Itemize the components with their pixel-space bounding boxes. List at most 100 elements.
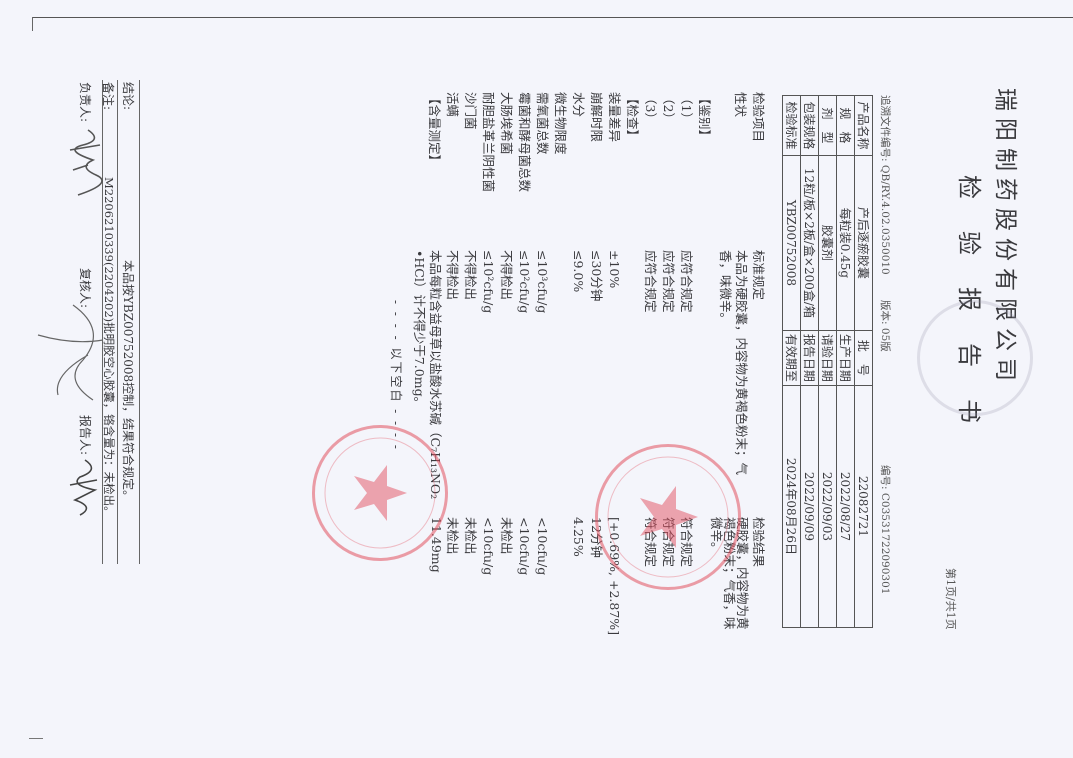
results-list: 检验项目 标准规定 检验结果 性状本品为硬胶囊，内容物为黄褐色粉末；气 香，味微… [407, 0, 767, 758]
column-header-item: 检验项目 [751, 92, 766, 143]
standard-requirement: 不得检出 [445, 250, 460, 301]
expiry-date: 2024年08月26日 [782, 385, 801, 628]
test-result: <10cfu/g [481, 517, 496, 576]
result-row: 大肠埃希菌不得检出未检出 [497, 0, 515, 758]
result-row: （3）应符合规定符合规定 [641, 0, 659, 758]
standard-requirement: ±10% [607, 250, 622, 289]
result-row: （2）应符合规定符合规定 [659, 0, 677, 758]
reviewer-signature [37, 304, 104, 401]
result-row: 【含量测定】本品每粒含益母草以盐酸水苏碱（C₇H₁₃NO₂ •HCl）计不得少于… [407, 0, 444, 758]
company-qc-stamp [312, 425, 448, 561]
test-item: 崩解时限 [589, 92, 604, 143]
result-row: 霉菌和酵母菌总数≤10²cfu/g<10cfu/g [515, 0, 533, 758]
test-item: 活螨 [445, 92, 460, 118]
result-row: 性状本品为硬胶囊，内容物为黄褐色粉末；气 香，味微辛。硬胶囊，内容物为黄 褐色粉… [709, 0, 750, 758]
standard-requirement: 应符合规定 [679, 250, 694, 313]
package-value: 12粒/板×2板/盒×200盒/箱 [800, 155, 819, 331]
test-item: 耐胆盐革兰阴性菌 [481, 92, 496, 193]
conclusion-text: 本品按YBZ00752008控制，结果符合规定。 [121, 260, 135, 503]
test-result: 4.25% [571, 517, 586, 557]
test-item: 【含量测定】 [427, 92, 442, 168]
reporter-signature [69, 459, 98, 516]
form-label: 剂 型 [818, 95, 837, 156]
table-row: 规 格 每粒装0.45g 生产日期 2022/08/27 [836, 95, 855, 628]
form-value: 胶囊剂 [818, 155, 837, 331]
version-value: 05版 [879, 327, 891, 352]
request-date-label: 请验日期 [818, 330, 837, 386]
test-item: 沙门菌 [463, 92, 478, 130]
standard-requirement: ≤10²cfu/g [481, 250, 496, 314]
batch-label: 批 号 [854, 330, 873, 386]
test-item: 微生物限度 [553, 92, 568, 155]
test-item: 大肠埃希菌 [499, 92, 514, 155]
result-row: 沙门菌不得检出未检出 [461, 0, 479, 758]
standard-requirement: ≤10²cfu/g [517, 250, 532, 314]
result-row: （1）应符合规定符合规定 [677, 0, 695, 758]
remark-label: 备注: [101, 82, 115, 111]
version-label: 版本: [879, 300, 891, 325]
test-result: <10cfu/g [535, 517, 550, 576]
reporter-label: 报告人: [78, 415, 92, 456]
test-item: 装量差异 [607, 92, 622, 143]
test-item: 【鉴别】 [697, 92, 712, 143]
test-item: 霉菌和酵母菌总数 [517, 92, 532, 193]
expiry-label: 有效期至 [782, 330, 801, 386]
prod-date-label: 生产日期 [836, 330, 855, 386]
product-name: 产后逐瘀胶囊 [854, 155, 873, 331]
report-number-field: 编号: C03531722090301 [878, 465, 893, 594]
conclusion-label: 结论: [121, 82, 135, 111]
divider [117, 80, 118, 564]
star-icon [607, 456, 729, 578]
faint-seal-stamp [917, 300, 1033, 416]
prod-date: 2022/08/27 [836, 385, 855, 628]
result-row: 装量差异±10%[+0.69%, +2.87%] [605, 0, 623, 758]
test-result: 未检出 [499, 517, 514, 555]
table-row: 检验标准 YBZ00752008 有效期至 2024年08月26日 [782, 95, 801, 628]
standard-requirement: 本品为硬胶囊，内容物为黄褐色粉末；气 香，味微辛。 [718, 250, 749, 476]
test-item: 性状 [733, 92, 748, 118]
standard-value: YBZ00752008 [782, 155, 801, 331]
product-name-label: 产品名称 [854, 95, 873, 156]
test-item: 需氧菌总数 [535, 92, 550, 155]
result-row: 微生物限度 [551, 0, 569, 758]
result-row: 耐胆盐革兰阴性菌 ≤10²cfu/g <10cfu/g [479, 0, 497, 758]
test-item: 水分 [571, 92, 586, 118]
report-number-label: 编号: [879, 465, 891, 490]
test-item: （2） [661, 92, 676, 125]
request-date: 2022/09/03 [818, 385, 837, 628]
package-label: 包装规格 [800, 95, 819, 156]
report-number: C03531722090301 [879, 492, 891, 595]
table-row: 产品名称 产后逐瘀胶囊 批 号 22082721 [854, 95, 873, 628]
standard-requirement: 不得检出 [463, 250, 478, 301]
spec-value: 每粒装0.45g [836, 155, 855, 331]
standard-requirement: 应符合规定 [661, 250, 676, 313]
standard-requirement: 不得检出 [499, 250, 514, 301]
column-header-standard: 标准规定 [751, 250, 766, 301]
inspection-seal-stamp [595, 444, 741, 590]
star-icon [324, 437, 436, 549]
results-header-row: 检验项目 标准规定 检验结果 [749, 0, 767, 758]
batch-number: 22082721 [854, 385, 873, 628]
spec-label: 规 格 [836, 95, 855, 156]
report-date: 2022/09/09 [800, 385, 819, 628]
test-item: （3） [643, 92, 658, 125]
result-row: 【检查】 [623, 0, 641, 758]
table-row: 剂 型 胶囊剂 请验日期 2022/09/03 [818, 95, 837, 628]
standard-requirement: ≤10³cfu/g [535, 250, 550, 314]
scan-edge-tick [29, 738, 43, 739]
divider [139, 80, 140, 564]
standard-requirement: ≤30分钟 [589, 250, 604, 302]
page-info: 第1页/共1页 [944, 568, 957, 630]
trace-doc-no: QB/RY.4.02.0350010 [879, 164, 891, 275]
column-header-result: 检验结果 [751, 517, 766, 568]
scan-edge-tick [32, 17, 33, 31]
result-row: 【鉴别】 [695, 0, 713, 758]
version-field: 版本: 05版 [878, 300, 893, 352]
test-item: 【检查】 [625, 92, 640, 143]
responsible-signature [69, 129, 103, 196]
test-result: 未检出 [463, 517, 478, 555]
standard-label: 检验标准 [782, 95, 801, 156]
result-row: 需氧菌总数 ≤10³cfu/g <10cfu/g [533, 0, 551, 758]
test-result: 未检出 [445, 517, 460, 555]
